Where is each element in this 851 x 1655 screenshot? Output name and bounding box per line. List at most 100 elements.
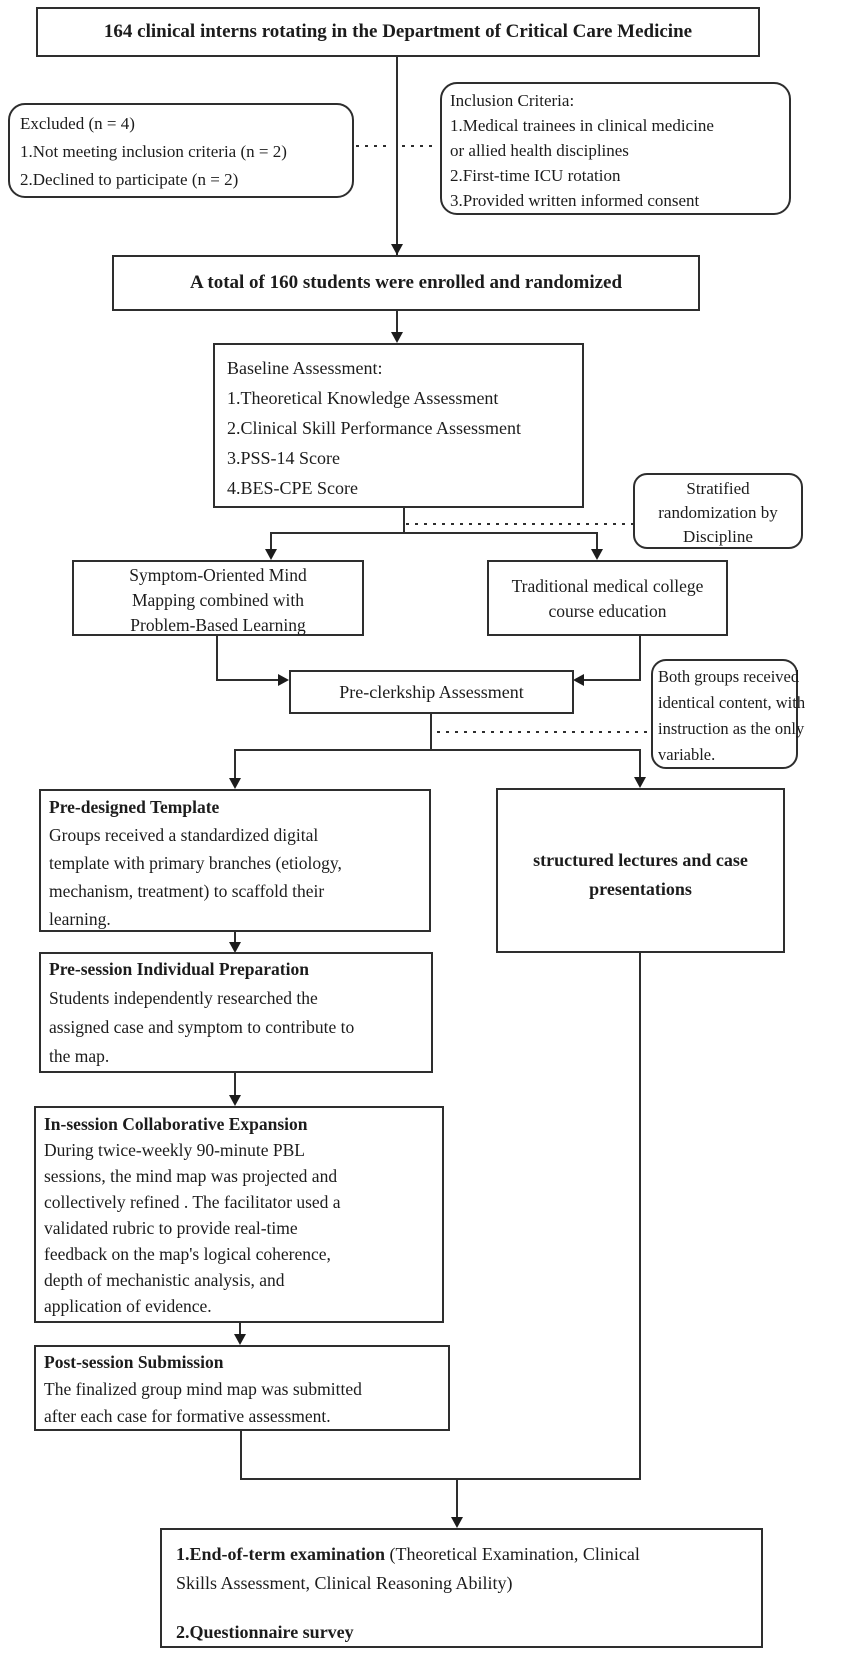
- connector-line: [456, 1480, 458, 1518]
- connector-line: [234, 932, 236, 943]
- text-line: 1.Theoretical Knowledge Assessment: [227, 388, 499, 408]
- node-label: A total of 160 students were enrolled an…: [189, 272, 623, 293]
- node-mind-mapping-pbl-group: Symptom-Oriented Mind Mapping combined w…: [72, 560, 364, 636]
- connector-line: [234, 749, 641, 751]
- connector-line: [639, 749, 641, 777]
- connector-line: [240, 1478, 641, 1480]
- arrow-down-icon: [451, 1517, 463, 1528]
- arrow-down-icon: [229, 1095, 241, 1106]
- connector-line: [239, 1323, 241, 1335]
- arrow-down-icon: [265, 549, 277, 560]
- text-line: 2.Declined to participate (n = 2): [20, 170, 239, 189]
- text-line: learning.: [49, 909, 111, 929]
- node-title: Pre-session Individual Preparation: [49, 959, 309, 979]
- text-line: Discipline: [683, 527, 753, 546]
- arrow-down-icon: [391, 244, 403, 255]
- text-line: The finalized group mind map was submitt…: [44, 1379, 362, 1399]
- node-interns-total: 164 clinical interns rotating in the Dep…: [36, 7, 760, 57]
- text-line: 3.Provided written informed consent: [450, 191, 700, 210]
- text-line: mechanism, treatment) to scaffold their: [49, 881, 325, 901]
- dotted-leader: [356, 145, 392, 147]
- arrow-down-icon: [391, 332, 403, 343]
- connector-line: [596, 532, 598, 549]
- node-label: Pre-clerkship Assessment: [339, 682, 524, 702]
- node-preclerkship-assessment: Pre-clerkship Assessment: [289, 670, 574, 714]
- text-line: Both groups received: [658, 667, 800, 686]
- arrow-right-icon: [278, 674, 289, 686]
- connector-line: [639, 636, 641, 681]
- text-line: Stratified: [686, 479, 750, 498]
- text-line: Mapping combined with: [131, 590, 305, 610]
- text-line: 2.First-time ICU rotation: [450, 166, 621, 185]
- connector-line: [403, 507, 405, 534]
- connector-line: [234, 749, 236, 778]
- text-line: Baseline Assessment:: [227, 358, 383, 378]
- text-line: 3.PSS-14 Score: [227, 448, 341, 468]
- text-line: Skills Assessment, Clinical Reasoning Ab…: [176, 1573, 513, 1593]
- callout-both-groups-note: Both groups received identical content, …: [651, 659, 806, 769]
- text-line: variable.: [658, 745, 716, 764]
- connector-line: [270, 532, 272, 549]
- connector-line: [584, 679, 641, 681]
- text-line: identical content, with: [658, 693, 806, 712]
- dotted-leader: [402, 145, 438, 147]
- text-line: presentations: [589, 879, 692, 899]
- text-line: course education: [548, 601, 667, 621]
- connector-line: [216, 679, 278, 681]
- text-line: Traditional medical college: [511, 576, 704, 596]
- text-line: feedback on the map's logical coherence,: [44, 1244, 331, 1264]
- connector-line: [240, 1431, 242, 1480]
- text-line: 2.Clinical Skill Performance Assessment: [227, 418, 521, 438]
- connector-line: [639, 953, 641, 1480]
- arrow-down-icon: [229, 942, 241, 953]
- node-postsession-submission: Post-session Submission The finalized gr…: [34, 1345, 450, 1431]
- connector-line: [234, 1073, 236, 1095]
- text-line: During twice-weekly 90-minute PBL: [44, 1140, 305, 1160]
- node-structured-lectures: structured lectures and case presentatio…: [496, 788, 785, 953]
- arrow-down-icon: [229, 778, 241, 789]
- final-item2-title: 2.Questionnaire survey: [176, 1622, 354, 1642]
- text-line: 1.Medical trainees in clinical medicine: [450, 116, 714, 135]
- text-line: after each case for formative assessment…: [44, 1406, 331, 1426]
- connector-line: [430, 714, 432, 751]
- node-title: Post-session Submission: [44, 1352, 224, 1372]
- callout-excluded: Excluded (n = 4) 1.Not meeting inclusion…: [8, 103, 354, 198]
- connector-line: [216, 636, 218, 681]
- arrow-down-icon: [234, 1334, 246, 1345]
- callout-inclusion-criteria: Inclusion Criteria: 1.Medical trainees i…: [440, 82, 791, 215]
- text-line: depth of mechanistic analysis, and: [44, 1270, 285, 1290]
- dotted-leader: [406, 523, 633, 525]
- text-line: collectively refined . The facilitator u…: [44, 1192, 341, 1212]
- node-title: Pre-designed Template: [49, 797, 220, 817]
- node-predesigned-template: Pre-designed Template Groups received a …: [39, 789, 431, 932]
- node-presession-preparation: Pre-session Individual Preparation Stude…: [39, 952, 433, 1073]
- text-line: template with primary branches (etiology…: [49, 853, 342, 873]
- callout-stratified-randomization: Stratified randomization by Discipline: [633, 473, 803, 549]
- text-line: Excluded (n = 4): [20, 114, 135, 133]
- text-line: application of evidence.: [44, 1296, 212, 1316]
- node-enrolled-randomized: A total of 160 students were enrolled an…: [112, 255, 700, 311]
- arrow-left-icon: [573, 674, 584, 686]
- final-item1-detail: (Theoretical Examination, Clinical: [384, 1544, 640, 1564]
- text-line: structured lectures and case: [533, 850, 748, 870]
- arrow-down-icon: [591, 549, 603, 560]
- text-line: or allied health disciplines: [450, 141, 629, 160]
- node-label: 164 clinical interns rotating in the Dep…: [103, 21, 693, 42]
- node-baseline-assessment: Baseline Assessment: 1.Theoretical Knowl…: [213, 343, 584, 508]
- text-line: randomization by: [658, 503, 778, 522]
- text-line: Inclusion Criteria:: [450, 91, 575, 110]
- connector-line: [271, 532, 598, 534]
- connector-line: [396, 57, 398, 255]
- text-line: the map.: [49, 1046, 110, 1066]
- text-line: validated rubric to provide real-time: [44, 1218, 298, 1238]
- text-line: Problem-Based Learning: [130, 615, 306, 635]
- connector-line: [396, 311, 398, 333]
- text-line: 1.Not meeting inclusion criteria (n = 2): [20, 142, 287, 161]
- text-line: assigned case and symptom to contribute …: [49, 1017, 355, 1037]
- text-line: 4.BES-CPE Score: [227, 478, 359, 498]
- text-line: sessions, the mind map was projected and: [44, 1166, 338, 1186]
- node-traditional-education-group: Traditional medical college course educa…: [487, 560, 728, 636]
- final-item1-title: 1.End-of-term examination: [176, 1544, 385, 1564]
- text-line: instruction as the only: [658, 719, 805, 738]
